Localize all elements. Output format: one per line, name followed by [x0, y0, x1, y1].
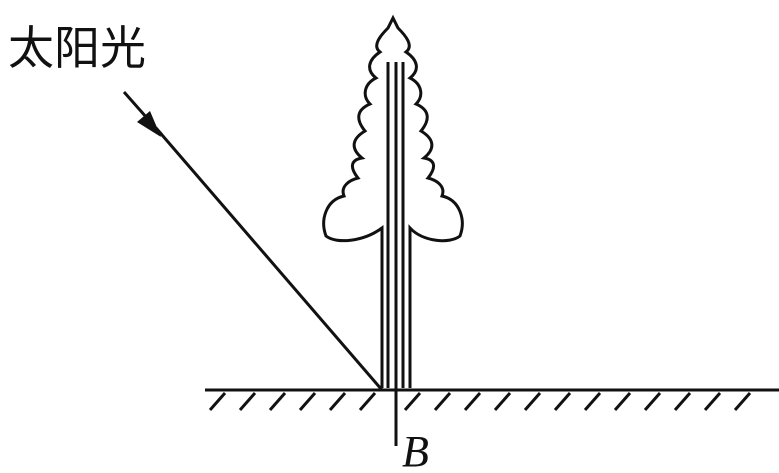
point-b-label: B: [402, 427, 429, 473]
tree-icon: [322, 14, 464, 388]
sun-ray-line: [154, 127, 384, 391]
sun-ray-arrow-icon: [122, 91, 164, 137]
ground-hatch-icon: [205, 388, 779, 411]
sunlight-label: 太阳光: [8, 21, 146, 75]
